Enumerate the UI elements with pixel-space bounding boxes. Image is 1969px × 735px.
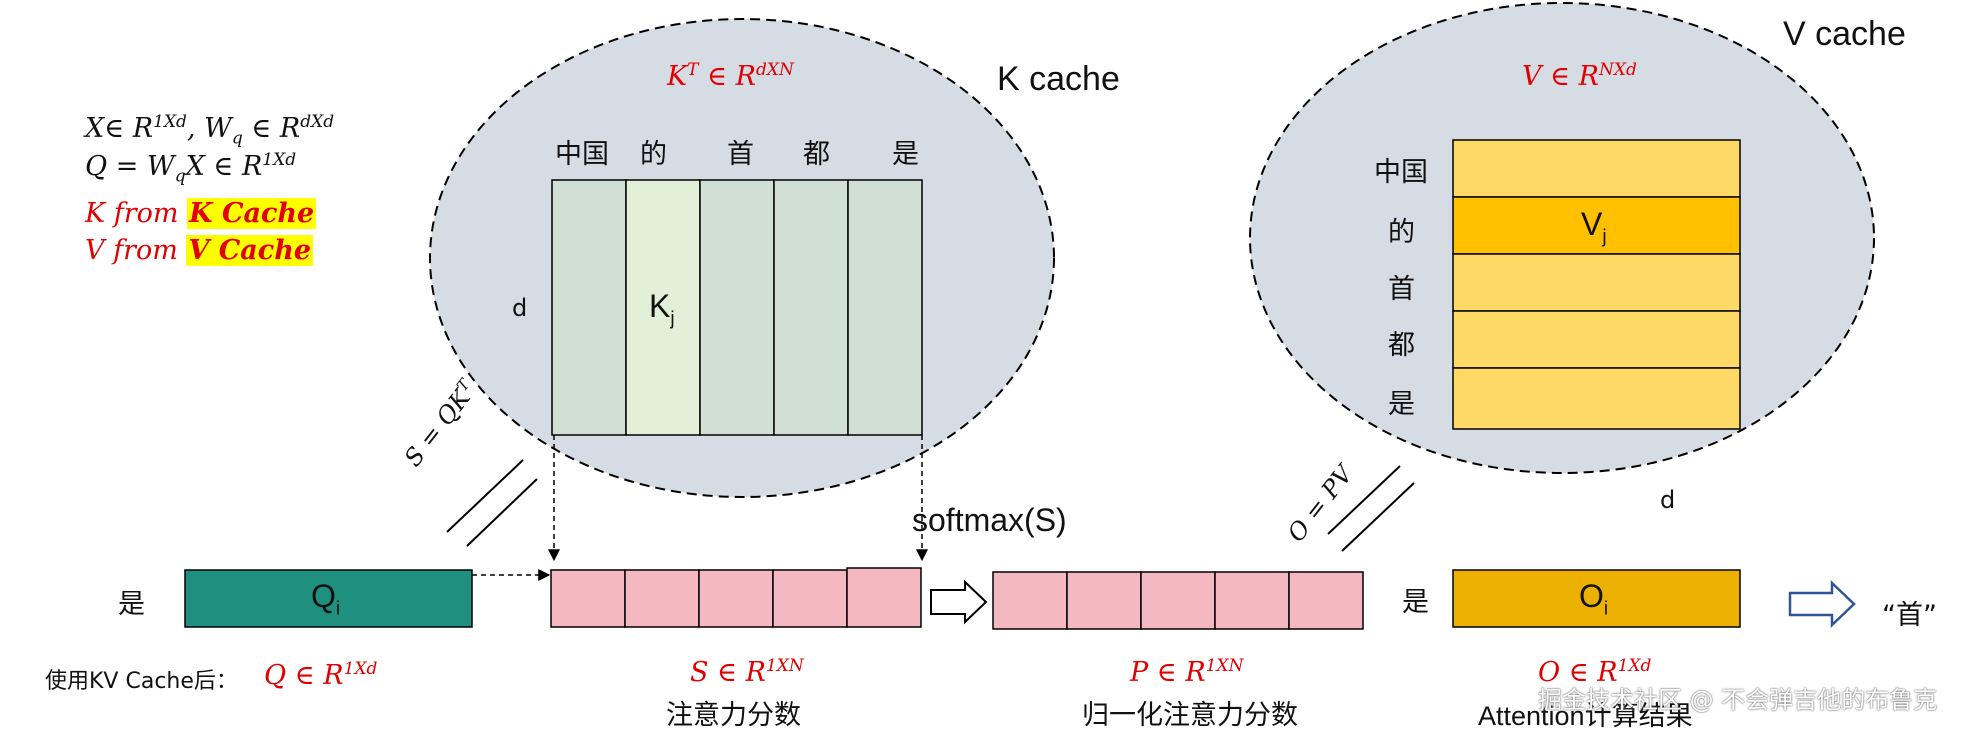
s-eq-slash-2 bbox=[466, 478, 538, 547]
o-eq-slash-1 bbox=[1327, 465, 1401, 535]
o-dim-formula: O ∈ R1Xd bbox=[1538, 656, 1652, 688]
k-cache-formula: KT ∈ RdXN bbox=[667, 60, 794, 92]
query-token: 是 bbox=[118, 589, 145, 620]
k-dim-label: d bbox=[512, 294, 528, 322]
score-cell bbox=[698, 569, 774, 628]
k-token-2: 首 bbox=[727, 139, 754, 170]
v-cache-formula: V ∈ RNXd bbox=[1522, 60, 1637, 92]
next-token-arrow bbox=[1788, 580, 1856, 628]
q-box bbox=[184, 569, 473, 628]
k-token-3: 都 bbox=[803, 139, 830, 170]
q-dim-formula: Q ∈ R1Xd bbox=[264, 659, 378, 691]
v-token-1: 的 bbox=[1388, 217, 1415, 248]
k-token-1: 的 bbox=[640, 139, 667, 170]
k-column bbox=[699, 179, 775, 436]
next-token: “首” bbox=[1882, 600, 1937, 631]
v-cache-title: V cache bbox=[1783, 15, 1906, 53]
v-dim-label: d bbox=[1660, 486, 1676, 514]
q-i-label: Qi bbox=[311, 578, 341, 620]
output-token: 是 bbox=[1402, 587, 1429, 618]
v-row bbox=[1452, 253, 1741, 312]
prob-cell bbox=[1214, 571, 1290, 630]
v-row bbox=[1452, 310, 1741, 369]
kv-cache-note: 使用KV Cache后： bbox=[45, 669, 238, 694]
k-column bbox=[847, 179, 923, 436]
v-j-label: Vj bbox=[1581, 206, 1607, 248]
o-eq-slash-2 bbox=[1341, 482, 1415, 552]
k-column-highlight bbox=[625, 179, 701, 436]
v-token-0: 中国 bbox=[1374, 157, 1428, 188]
k-column bbox=[551, 179, 627, 436]
formula-line-3: K from K Cache bbox=[85, 198, 317, 229]
score-cell bbox=[846, 567, 922, 628]
watermark: 掘金技术社区 @ 不会弹吉他的布鲁克 bbox=[1538, 686, 1938, 714]
o-box bbox=[1452, 569, 1741, 628]
s-eq-slash-1 bbox=[446, 459, 524, 533]
v-row bbox=[1452, 367, 1741, 430]
v-token-4: 是 bbox=[1388, 389, 1415, 420]
p-dim-formula: P ∈ R1XN bbox=[1130, 656, 1244, 688]
score-row bbox=[550, 567, 922, 628]
prob-cell bbox=[1288, 571, 1364, 630]
k-token-4: 是 bbox=[892, 139, 919, 170]
v-token-2: 首 bbox=[1388, 274, 1415, 305]
prob-cell bbox=[992, 571, 1068, 630]
prob-caption: 归一化注意力分数 bbox=[1082, 700, 1298, 731]
k-j-label: Kj bbox=[649, 288, 675, 330]
output-caption: Attention计算结果 bbox=[1478, 701, 1693, 731]
softmax-label: softmax(S) bbox=[912, 502, 1067, 538]
o-i-label: Oi bbox=[1579, 578, 1609, 620]
prob-cell bbox=[1066, 571, 1142, 630]
formula-line-4: V from V Cache bbox=[85, 235, 314, 266]
softmax-arrow bbox=[930, 579, 988, 625]
k-matrix bbox=[551, 179, 923, 436]
v-row bbox=[1452, 139, 1741, 198]
prob-row bbox=[992, 571, 1364, 630]
score-caption: 注意力分数 bbox=[666, 700, 801, 731]
s-dim-formula: S ∈ R1XN bbox=[690, 656, 804, 688]
score-cell bbox=[624, 569, 700, 628]
score-cell bbox=[550, 569, 626, 628]
formula-line-1: X∈ R1Xd, Wq ∈ RdXd bbox=[85, 112, 335, 149]
score-cell bbox=[772, 569, 848, 628]
v-matrix bbox=[1452, 139, 1741, 430]
formula-line-2: Q = WqX ∈ R1Xd bbox=[85, 150, 297, 187]
k-column bbox=[773, 179, 849, 436]
k-token-0: 中国 bbox=[555, 139, 609, 170]
k-cache-title: K cache bbox=[997, 60, 1120, 98]
v-token-3: 都 bbox=[1388, 330, 1415, 361]
prob-cell bbox=[1140, 571, 1216, 630]
